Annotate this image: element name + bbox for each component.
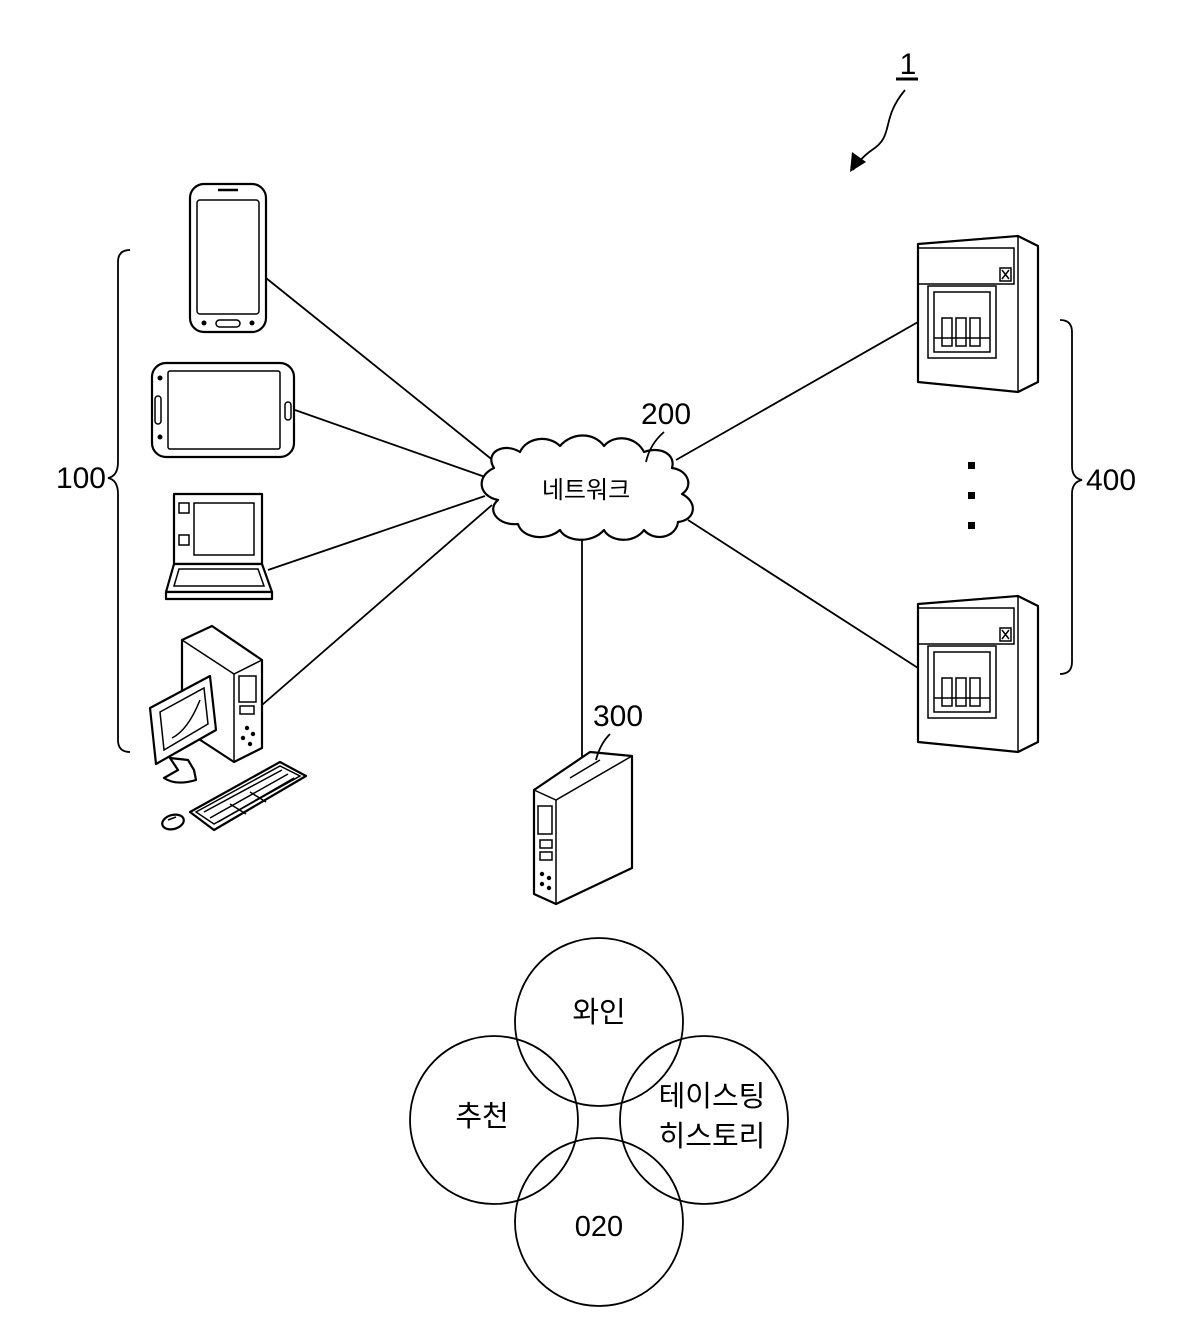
link-tablet-network [295, 410, 488, 478]
venn-circle-right [620, 1036, 788, 1204]
vending-machine-icon-top [918, 236, 1038, 392]
network-ref-label: 200 [641, 398, 691, 431]
venn-right-label-line2: 히스토리 [659, 1120, 766, 1153]
link-laptop-network [268, 496, 485, 570]
clients-ref-label: 100 [56, 462, 106, 495]
venn-right-label-line1: 테이스팅 [659, 1081, 766, 1113]
tablet-icon [152, 363, 294, 457]
laptop-icon [166, 494, 272, 599]
server-ref-label: 300 [593, 700, 643, 733]
link-desktop-network [262, 505, 492, 705]
venn-diagram: 와인 추천 테이스팅 히스토리 020 [410, 938, 788, 1306]
venn-bottom-label: 020 [575, 1211, 623, 1243]
vending-brace: 400 [1060, 320, 1136, 674]
network-cloud: 네트워크 200 [482, 398, 693, 540]
vending-ellipsis [968, 462, 975, 529]
vending-machine-icon-bottom [918, 596, 1038, 752]
figure-ref-label: 1 [900, 48, 917, 81]
vending-ref-label: 400 [1086, 464, 1136, 497]
venn-top-label: 와인 [572, 997, 625, 1029]
figure-reference: 1 [850, 48, 918, 172]
desktop-pc-icon [150, 626, 306, 832]
network-label: 네트워크 [542, 477, 630, 504]
clients-brace: 100 [56, 250, 130, 752]
venn-left-label: 추천 [455, 1101, 508, 1133]
link-network-vending-top [676, 322, 918, 460]
link-network-vending-bottom [688, 520, 918, 668]
smartphone-icon [190, 184, 266, 332]
server-icon: 300 [534, 700, 643, 904]
figure-ref-arrowhead [850, 152, 866, 172]
figure-ref-arrow [853, 90, 905, 170]
